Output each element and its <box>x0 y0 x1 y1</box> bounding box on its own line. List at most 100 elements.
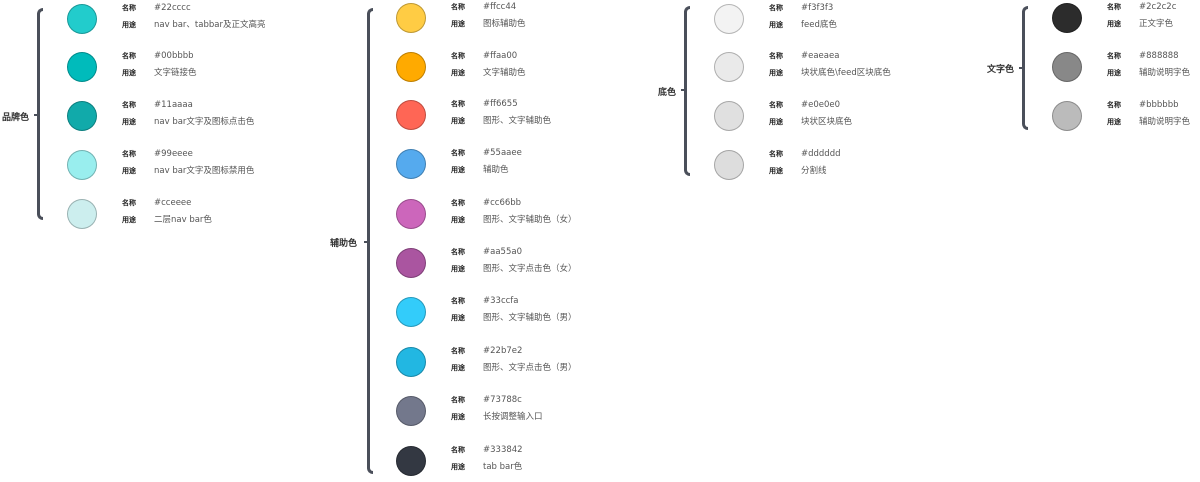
color-swatch <box>714 150 744 180</box>
name-key: 名称 <box>451 297 465 305</box>
group-label-auxiliary: 辅助色 <box>330 239 358 249</box>
name-row: 名称 #dddddd <box>769 149 841 159</box>
name-key: 名称 <box>122 101 136 109</box>
usage-row: 用途 块状区块底色 <box>769 117 852 127</box>
usage-row: 用途辅助色 <box>451 165 509 175</box>
usage-row: 用途文字辅助色 <box>451 68 526 78</box>
usage-key: 用途 <box>1107 69 1121 77</box>
usage-key: 用途 <box>451 69 465 77</box>
usage-key: 用途 <box>451 216 465 224</box>
usage-key: 用途 <box>451 166 465 174</box>
usage-key: 用途 <box>451 314 465 322</box>
color-hex: #73788c <box>483 395 522 405</box>
usage-row: 用途 图形、文字辅助色（女） <box>451 215 577 225</box>
name-row: 名称#ffaa00 <box>451 51 517 61</box>
usage-row: 用途 nav bar、tabbar及正文高亮 <box>122 20 265 30</box>
color-usage: 图形、文字辅助色（女） <box>483 215 577 225</box>
name-row: 名称#ffcc44 <box>451 2 516 12</box>
color-swatch <box>67 150 97 180</box>
usage-row: 用途 图形、文字辅助色（男） <box>451 313 577 323</box>
usage-row: 用途 块状底色\feed区块底色 <box>769 68 891 78</box>
usage-key: 用途 <box>122 167 136 175</box>
bracket-knob <box>681 89 685 91</box>
color-hex: #bbbbbb <box>1139 100 1179 110</box>
color-usage: 二层nav bar色 <box>154 215 212 225</box>
color-hex: #99eeee <box>154 149 193 159</box>
name-key: 名称 <box>769 150 783 158</box>
color-usage: 图形、文字点击色（男） <box>483 363 577 373</box>
name-key: 名称 <box>451 446 465 454</box>
usage-key: 用途 <box>1107 20 1121 28</box>
name-key: 名称 <box>451 347 465 355</box>
usage-row: 用途图标辅助色 <box>451 19 526 29</box>
color-swatch <box>396 248 426 278</box>
color-usage: 块状区块底色 <box>801 117 853 127</box>
color-swatch <box>1052 101 1082 131</box>
color-usage: tab bar色 <box>483 462 523 472</box>
name-row: 名称 #bbbbbb <box>1107 100 1179 110</box>
color-hex: #333842 <box>483 445 523 455</box>
usage-key: 用途 <box>769 118 783 126</box>
color-hex: #ffcc44 <box>483 2 517 12</box>
name-key: 名称 <box>451 100 465 108</box>
usage-key: 用途 <box>122 118 136 126</box>
color-swatch <box>396 149 426 179</box>
color-swatch <box>67 52 97 82</box>
color-hex: #cc66bb <box>483 198 522 208</box>
color-hex: #2c2c2c <box>1139 2 1177 12</box>
name-row: 名称#aa55a0 <box>451 247 522 257</box>
usage-row: 用途长按调整输入口 <box>451 412 543 422</box>
color-usage: 文字链接色 <box>154 68 197 78</box>
group-label-text: 文字色 <box>987 65 1015 75</box>
usage-key: 用途 <box>122 21 136 29</box>
usage-key: 用途 <box>451 20 465 28</box>
color-swatch <box>396 100 426 130</box>
color-usage: 正文字色 <box>1139 19 1174 29</box>
name-row: 名称#e0e0e0 <box>769 100 840 110</box>
color-swatch <box>396 52 426 82</box>
name-key: 名称 <box>769 52 783 60</box>
color-hex: #dddddd <box>801 149 841 159</box>
name-key: 名称 <box>1107 101 1121 109</box>
name-key: 名称 <box>122 52 136 60</box>
usage-row: 用途辅助说明字色 <box>1107 117 1190 127</box>
group-label-brand: 品牌色 <box>2 113 30 123</box>
usage-row: 用途 辅助说明字色 <box>1107 68 1190 78</box>
color-swatch <box>714 101 744 131</box>
usage-key: 用途 <box>122 216 136 224</box>
color-swatch <box>1052 52 1082 82</box>
color-hex: #55aaee <box>483 148 522 158</box>
name-row: 名称 #333842 <box>451 445 523 455</box>
usage-key: 用途 <box>769 69 783 77</box>
usage-row: 用途 feed底色 <box>769 20 837 30</box>
usage-key: 用途 <box>769 21 783 29</box>
color-usage: nav bar、tabbar及正文高亮 <box>154 20 266 30</box>
usage-key: 用途 <box>451 463 465 471</box>
usage-row: 用途分割线 <box>769 166 827 176</box>
color-usage: feed底色 <box>801 20 837 30</box>
name-row: 名称#ff6655 <box>451 99 518 109</box>
color-swatch <box>1052 3 1082 33</box>
name-row: 名称#cc66bb <box>451 198 521 208</box>
color-swatch <box>396 297 426 327</box>
usage-row: 用途图形、文字点击色（女） <box>451 264 577 274</box>
usage-key: 用途 <box>451 364 465 372</box>
bracket-knob <box>34 114 38 116</box>
name-key: 名称 <box>1107 52 1121 60</box>
name-row: 名称#2c2c2c <box>1107 2 1176 12</box>
color-usage: 图形、文字辅助色（男） <box>483 313 577 323</box>
name-key: 名称 <box>122 4 136 12</box>
color-usage: 块状底色\feed区块底色 <box>801 68 891 78</box>
usage-key: 用途 <box>451 413 465 421</box>
name-row: 名称#22b7e2 <box>451 346 522 356</box>
color-usage: 图形、文字点击色（女） <box>483 264 577 274</box>
name-row: 名称#f3f3f3 <box>769 3 833 13</box>
usage-row: 用途图形、文字辅助色 <box>451 116 551 126</box>
bracket-knob <box>1019 67 1023 69</box>
group-label-background: 底色 <box>658 88 677 98</box>
name-key: 名称 <box>451 149 465 157</box>
color-usage: 辅助说明字色 <box>1139 68 1191 78</box>
name-row: 名称#22cccc <box>122 3 191 13</box>
color-usage: nav bar文字及图标禁用色 <box>154 166 255 176</box>
